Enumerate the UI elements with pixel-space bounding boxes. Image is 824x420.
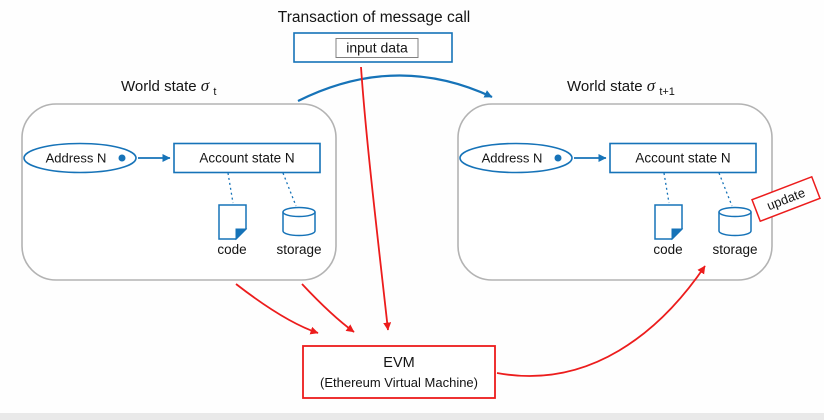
left-code-label: code [217,242,246,257]
right-title-subscript: t+1 [659,86,675,98]
state-transition-arrow [297,74,493,102]
right-storage-cylinder-icon [718,206,752,237]
right-address-ellipse [459,142,573,174]
evm-to-right-storage-arrow [496,265,706,377]
left-title-prefix: World state [121,78,201,95]
input-data-inner-box [335,38,419,58]
left-world-state-title: World state σ t [121,76,216,98]
input-data-label: input data [346,40,408,56]
right-storage-label: storage [712,242,757,257]
diagram-title: Transaction of message call [278,9,470,26]
left-account-state-label: Account state N [199,151,294,166]
left-code-to-evm-arrow [235,283,319,335]
left-storage-label: storage [276,242,321,257]
left-title-sigma: σ [201,76,210,95]
right-code-file-icon [654,204,684,241]
input-data-box: input data [293,32,453,63]
left-storage-cylinder-icon [282,206,316,237]
evm-title: EVM [383,355,414,371]
right-world-state: World state σ t+1 Address N Account stat… [457,76,821,281]
right-address-label: Address N [482,151,543,166]
right-account-to-code-link [663,172,670,204]
right-account-state-box [609,142,757,174]
left-account-state-box [173,142,321,174]
right-code-label: code [653,242,682,257]
right-world-state-title: World state σ t+1 [567,76,675,98]
left-code-file-icon [218,204,248,241]
left-storage-to-evm-arrow [301,283,355,333]
input-data-to-evm-arrow [360,66,392,331]
evm-box-border [302,345,496,399]
right-title-prefix: World state [567,78,647,95]
left-address-ellipse [23,142,137,174]
left-account-to-storage-link [282,172,297,207]
right-account-to-storage-link [718,172,733,207]
left-address-label: Address N [46,151,107,166]
update-tag-box [751,175,821,223]
left-address-dot-icon [118,154,126,162]
evm-box: EVM (Ethereum Virtual Machine) [302,345,496,399]
right-account-state-label: Account state N [635,151,730,166]
evm-subtitle: (Ethereum Virtual Machine) [320,375,478,390]
left-world-state: World state σ t Address N Account state … [21,76,337,281]
right-title-sigma: σ [647,76,656,95]
window-bottom-edge [0,413,824,420]
left-title-subscript: t [213,86,216,98]
right-address-dot-icon [554,154,562,162]
left-account-to-code-link [227,172,234,204]
